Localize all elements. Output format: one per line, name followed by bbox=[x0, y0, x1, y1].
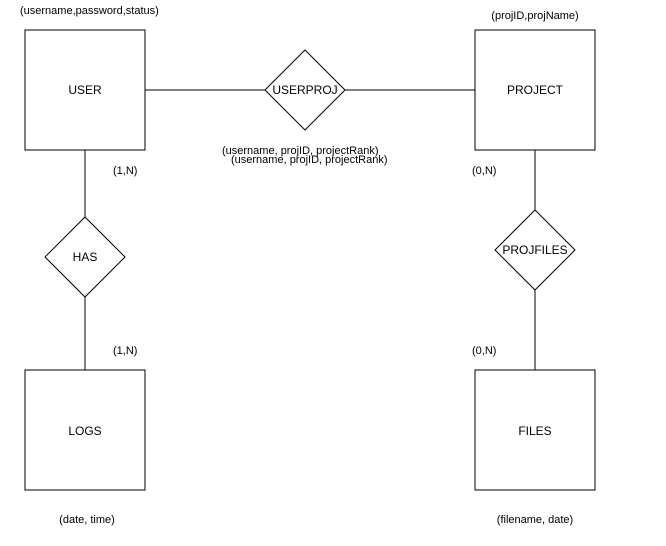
entity-user-label: USER bbox=[68, 83, 102, 97]
relationship-userproj[interactable]: USERPROJ bbox=[264, 49, 346, 131]
cardinality-user-has: (1,N) bbox=[113, 165, 138, 177]
entity-project-label: PROJECT bbox=[507, 83, 564, 97]
cardinality-logs-has: (1,N) bbox=[113, 345, 138, 357]
relationship-has[interactable]: HAS bbox=[44, 216, 126, 298]
attributes-userproj-2: (username, projID, projectRank) bbox=[231, 154, 388, 166]
relationship-projfiles[interactable]: PROJFILES bbox=[494, 209, 576, 291]
entity-project[interactable]: PROJECT bbox=[474, 29, 596, 151]
attributes-files: (filename, date) bbox=[496, 514, 574, 526]
attributes-logs: (date, time) bbox=[59, 514, 115, 526]
relationship-userproj-label: USERPROJ bbox=[272, 83, 337, 97]
entity-logs-label: LOGS bbox=[68, 424, 101, 438]
attributes-userproj-1: (username, projID, projectRank) bbox=[222, 145, 379, 157]
attributes-project: (projID,projName) bbox=[491, 10, 579, 22]
entity-files-label: FILES bbox=[518, 424, 551, 438]
attributes-user: (username,password,status) bbox=[20, 5, 159, 17]
entity-files[interactable]: FILES bbox=[474, 369, 596, 491]
cardinality-project-projfiles: (0,N) bbox=[472, 165, 497, 177]
relationship-has-label: HAS bbox=[73, 250, 98, 264]
relationship-projfiles-label: PROJFILES bbox=[502, 243, 567, 257]
entity-user[interactable]: USER bbox=[24, 29, 146, 151]
cardinality-files-projfiles: (0,N) bbox=[472, 345, 497, 357]
entity-logs[interactable]: LOGS bbox=[24, 369, 146, 491]
